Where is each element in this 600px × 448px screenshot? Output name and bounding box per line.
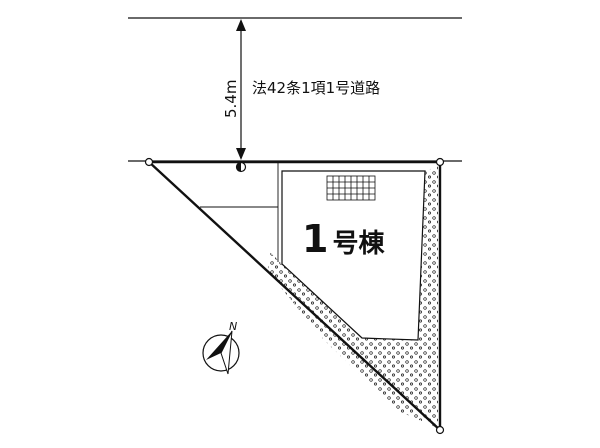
road-width-label: 5.4m: [222, 80, 240, 118]
corner-marker-bottom: [435, 425, 445, 435]
dotted-planting-area: [268, 165, 438, 428]
building-number: 1: [302, 217, 328, 261]
north-label: N: [229, 320, 237, 333]
corner-marker-top-right: [435, 157, 445, 167]
dimension-arrow-top: [236, 19, 246, 31]
north-compass-icon: N: [202, 320, 240, 375]
corner-marker-top-left: [144, 157, 154, 167]
lot-boundary: [145, 160, 442, 433]
boundary-marker-half: [235, 161, 247, 173]
building-suffix: 号棟: [332, 229, 385, 259]
road-type-label: 法42条1項1号道路: [252, 79, 380, 97]
building-footprint: [281, 170, 426, 341]
grating-grid: [326, 175, 376, 201]
dimension-arrow-bottom: [236, 148, 246, 160]
